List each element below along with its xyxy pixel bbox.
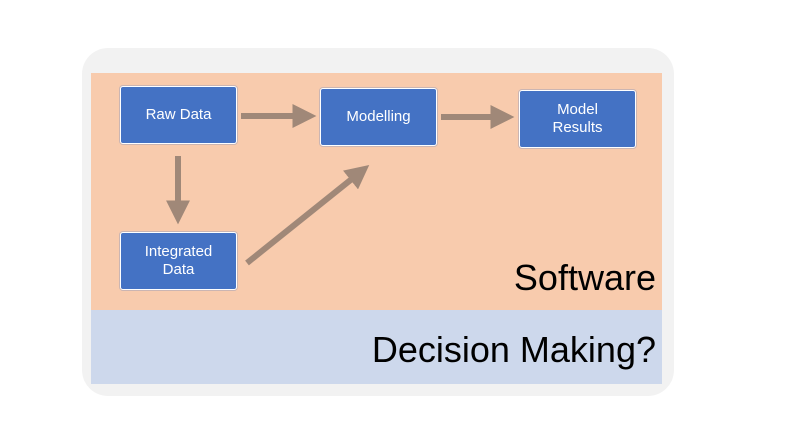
- decision-making-panel: [91, 310, 662, 384]
- software-label: Software: [513, 257, 656, 298]
- integrated-data-node: Integrated Data: [120, 232, 237, 290]
- model-results-node: Model Results: [519, 90, 636, 148]
- modelling-node: Modelling: [320, 88, 437, 146]
- decision-making-label: Decision Making?: [371, 329, 656, 370]
- raw-data-node: Raw Data: [120, 86, 237, 144]
